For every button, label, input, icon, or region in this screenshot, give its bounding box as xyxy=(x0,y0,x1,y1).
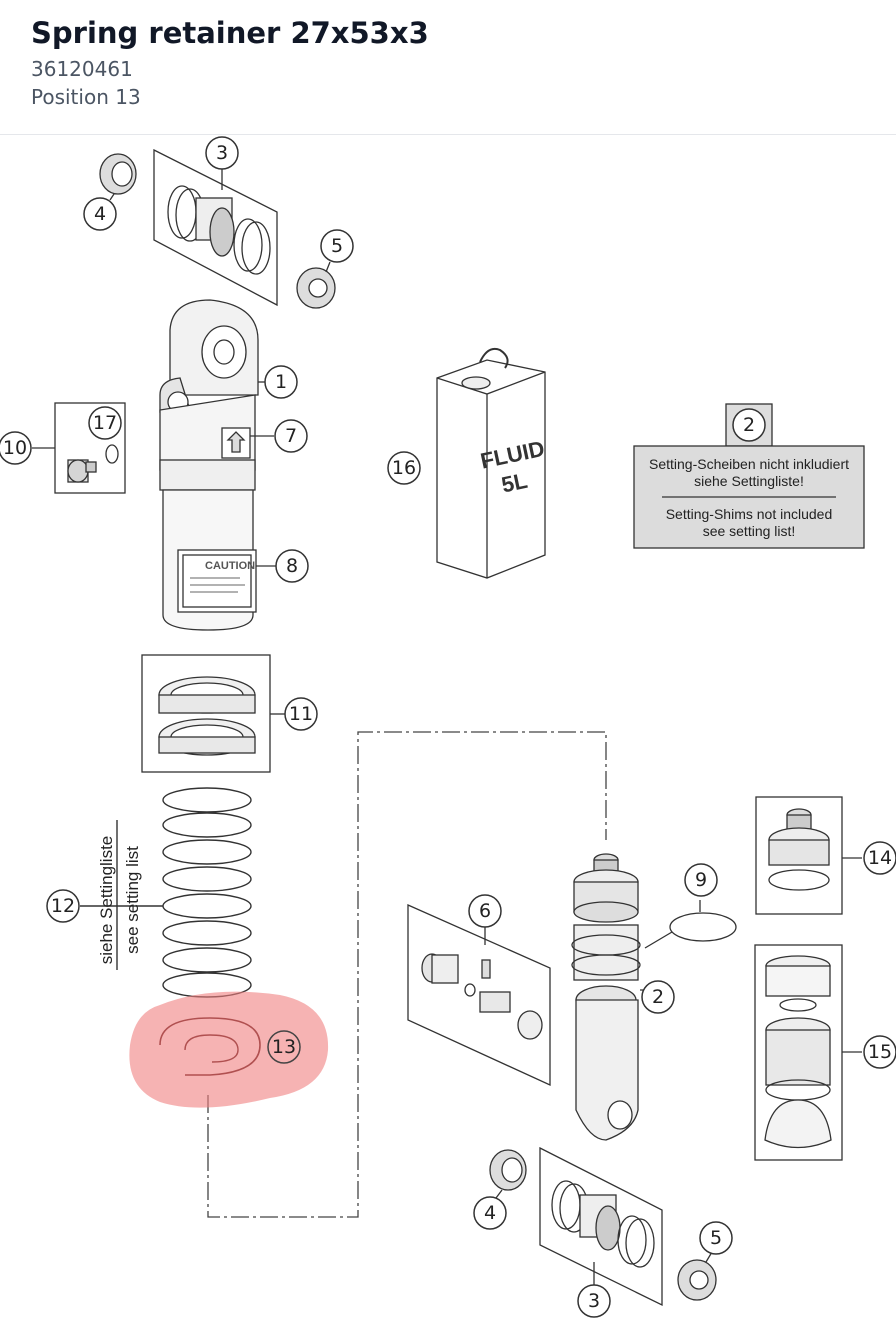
callout-10[interactable]: 10 xyxy=(3,437,27,459)
part-4-seal-top[interactable] xyxy=(99,153,137,201)
part-title: Spring retainer 27x53x3 xyxy=(31,16,429,50)
assembly-guide-lines xyxy=(207,731,607,1218)
part-4-seal-bottom[interactable] xyxy=(489,1149,527,1199)
callout-17[interactable]: 17 xyxy=(93,412,117,434)
callout-5-top[interactable]: 5 xyxy=(331,235,343,257)
callout-5-bottom[interactable]: 5 xyxy=(710,1227,722,1249)
part-position: Position 13 xyxy=(31,85,141,109)
part-2-damper-assembly[interactable] xyxy=(571,853,660,1141)
part-5-washer-bottom[interactable] xyxy=(677,1251,717,1301)
spring-note-de: siehe Settingliste xyxy=(97,836,116,965)
exploded-view-diagram: 3 4 5 1 7 8 17 10 16 2 11 12 13 6 9 2 14… xyxy=(0,136,896,1318)
selected-part-highlight[interactable] xyxy=(129,991,329,1108)
part-6-valve-box[interactable] xyxy=(407,904,551,1087)
fluid-can-label-2: 5L xyxy=(499,468,529,498)
part-11-spring-nut[interactable] xyxy=(141,654,285,773)
callout-3-top[interactable]: 3 xyxy=(216,142,228,164)
note-line-de-2: siehe Settingliste! xyxy=(694,473,804,489)
callout-7[interactable]: 7 xyxy=(285,425,297,447)
part-12-spring[interactable] xyxy=(80,787,252,998)
callout-12[interactable]: 12 xyxy=(51,895,75,917)
callout-6[interactable]: 6 xyxy=(479,900,491,922)
part-8-caution-sticker[interactable] xyxy=(177,549,276,613)
callout-2-damper[interactable]: 2 xyxy=(652,986,664,1008)
callout-13[interactable]: 13 xyxy=(272,1036,296,1058)
part-5-washer-top[interactable] xyxy=(296,261,336,309)
part-9-circlip[interactable] xyxy=(644,900,737,949)
callout-9[interactable]: 9 xyxy=(695,869,707,891)
callout-4-bottom[interactable]: 4 xyxy=(484,1202,496,1224)
callout-15[interactable]: 15 xyxy=(868,1041,892,1063)
part-14-piston-box[interactable] xyxy=(755,796,862,915)
caution-label: CAUTION xyxy=(205,560,255,572)
callout-8[interactable]: 8 xyxy=(286,555,298,577)
part-15-reservoir-box[interactable] xyxy=(754,944,862,1161)
callout-14[interactable]: 14 xyxy=(868,847,892,869)
part-3-bearing-set-top[interactable] xyxy=(153,148,278,307)
callout-2-note[interactable]: 2 xyxy=(743,414,755,436)
part-7-label-sticker[interactable] xyxy=(221,427,274,459)
part-header: Spring retainer 27x53x3 36120461 Positio… xyxy=(0,0,896,135)
note-line-de-1: Setting-Scheiben nicht inkludiert xyxy=(649,456,849,472)
callout-16[interactable]: 16 xyxy=(392,457,416,479)
note-line-en-1: Setting-Shims not included xyxy=(666,506,833,522)
note-line-en-2: see setting list! xyxy=(703,523,796,539)
callout-1[interactable]: 1 xyxy=(275,371,287,393)
part-3-bearing-set-bottom[interactable] xyxy=(539,1146,663,1307)
spring-note-en: see setting list xyxy=(123,846,142,954)
callout-11[interactable]: 11 xyxy=(289,703,313,725)
callout-4-top[interactable]: 4 xyxy=(94,203,106,225)
part-13-spring-retainer[interactable] xyxy=(159,1017,261,1076)
part-number: 36120461 xyxy=(31,57,133,81)
part-16-fluid-can[interactable] xyxy=(436,347,546,579)
callout-3-bottom[interactable]: 3 xyxy=(588,1290,600,1312)
